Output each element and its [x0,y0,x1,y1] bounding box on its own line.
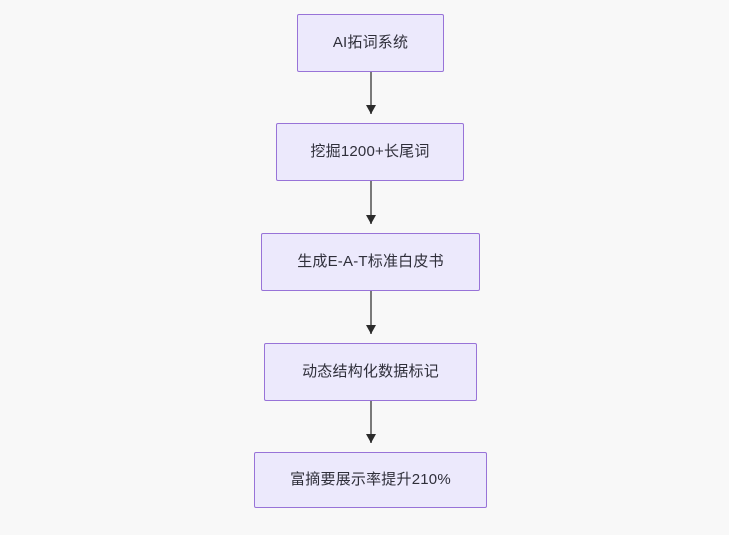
flow-node-mine-longtail-keywords[interactable]: 挖掘1200+长尾词 [276,123,464,181]
edge-line [370,181,372,224]
flow-node-rich-snippet-rate-increase[interactable]: 富摘要展示率提升210% [254,452,487,508]
flow-node-ai-keyword-system[interactable]: AI拓词系统 [297,14,444,72]
edge-line [370,72,372,114]
flow-node-label: 挖掘1200+长尾词 [310,143,430,160]
edge-line [370,401,372,443]
arrowhead-icon [365,325,376,334]
flow-node-label: 富摘要展示率提升210% [290,471,451,488]
arrowhead-icon [365,215,376,224]
edge-line [370,291,372,334]
arrowhead-icon [365,434,376,443]
flow-node-label: 生成E-A-T标准白皮书 [297,253,444,270]
flow-node-dynamic-structured-data-markup[interactable]: 动态结构化数据标记 [264,343,477,401]
flow-node-label: AI拓词系统 [332,34,409,51]
flow-node-generate-eat-whitepaper[interactable]: 生成E-A-T标准白皮书 [261,233,480,291]
flow-node-label: 动态结构化数据标记 [302,363,439,380]
arrowhead-icon [365,105,376,114]
